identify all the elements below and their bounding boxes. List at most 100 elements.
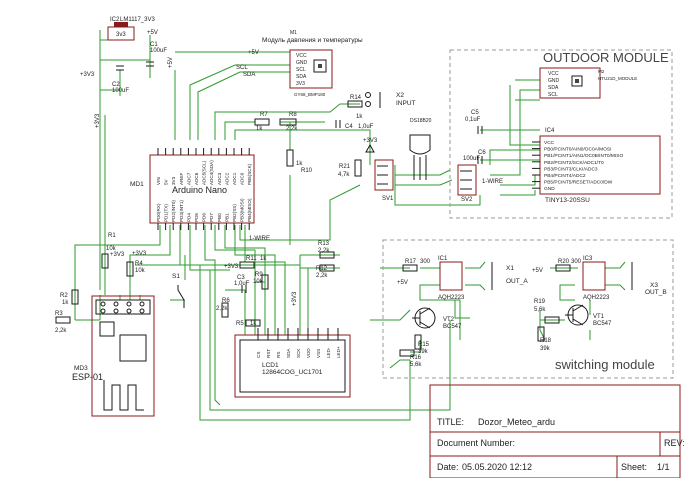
svg-text:VCC: VCC — [548, 71, 559, 77]
r16-resistor: R16 5,6k — [399, 349, 422, 368]
net-5v-vertical: +5V — [168, 57, 174, 68]
c1-capacitor: C1 100uF — [146, 42, 167, 67]
ic4-pin-label: PB5/PCINT5/RESET/ADC0/DW — [544, 180, 613, 186]
sv1-connector: SV1 — [374, 159, 394, 202]
svg-text:+5V: +5V — [532, 268, 543, 274]
ic4-pin-label: VCC — [544, 140, 555, 146]
svg-text:2,2k: 2,2k — [55, 328, 67, 334]
svg-text:300: 300 — [571, 259, 582, 265]
svg-text:100uF: 100uF — [463, 156, 480, 162]
r19-resistor: R19 5,6k — [534, 299, 560, 324]
r9-resistor: R9 10k — [253, 272, 269, 290]
svg-text:SDA: SDA — [296, 74, 307, 80]
title-value: Dozor_Meteo_ardu — [478, 417, 555, 427]
svg-text:39k: 39k — [418, 349, 429, 355]
r18-resistor: R18 39k — [537, 326, 552, 352]
nano-bottom-pin-label: PD2(INT0) — [171, 200, 176, 222]
c6-capacitor: C6 100uF — [463, 150, 486, 164]
net-onewire-sv2: 1-WIRE — [482, 179, 503, 185]
svg-text:R7: R7 — [260, 112, 268, 118]
m1-sub: GY68_BMP180 — [294, 92, 326, 97]
lcd-pin-label: SDA — [286, 348, 291, 358]
m1-ref: M1 — [290, 30, 297, 36]
nano-top-pin-label: ADC6 — [194, 172, 199, 185]
svg-text:1k: 1k — [260, 256, 267, 262]
nano-top-pin-label: ADC1 — [232, 172, 237, 185]
svg-text:1k: 1k — [256, 126, 263, 132]
svg-text:HTU21D_MODULE: HTU21D_MODULE — [598, 76, 637, 81]
svg-text:GND: GND — [296, 60, 308, 66]
svg-text:10k: 10k — [106, 246, 117, 252]
title-label: TITLE: — [437, 417, 464, 427]
svg-text:R2: R2 — [60, 293, 68, 299]
svg-text:X3: X3 — [650, 282, 658, 289]
lcd-pin-label: VSS — [316, 349, 321, 358]
nano-top-pin-label: 3V3 — [171, 176, 176, 185]
svg-text:S1: S1 — [172, 273, 180, 280]
svg-text:0,1uF: 0,1uF — [465, 117, 481, 123]
nano-top-pin-label: ADC4(SDA) — [209, 160, 214, 185]
svg-text:R18: R18 — [540, 338, 552, 344]
svg-text:2,2k: 2,2k — [318, 248, 330, 254]
m1-title: Модуль давления и температуры — [262, 37, 363, 44]
m1-pressure-module: M1 Модуль давления и температуры VCC GND… — [262, 30, 363, 97]
svg-text:2,2k: 2,2k — [316, 273, 328, 279]
svg-text:SV1: SV1 — [382, 196, 394, 202]
svg-text:R19: R19 — [534, 299, 546, 305]
svg-text:R5: R5 — [236, 321, 244, 327]
svg-text:+3V3: +3V3 — [110, 252, 125, 258]
svg-text:OUT_A: OUT_A — [506, 278, 528, 285]
svg-text:R21: R21 — [339, 164, 351, 170]
md1-ref: MD1 — [130, 181, 144, 188]
sv2-connector: SV2 — [457, 164, 477, 203]
ic4-pin-label: PB1/PCINT1/AIN1/OC0B/INT0/MISO — [544, 153, 623, 159]
svg-text:OUT_B: OUT_B — [645, 289, 667, 296]
svg-text:R20: R20 — [558, 259, 570, 265]
c5-capacitor: C5 0,1uF — [465, 110, 483, 134]
svg-text:AQH2223: AQH2223 — [438, 295, 465, 301]
svg-text:R12: R12 — [316, 266, 328, 272]
svg-text:C2: C2 — [112, 82, 120, 88]
svg-text:4,7k: 4,7k — [338, 172, 350, 178]
svg-text:100uF: 100uF — [150, 48, 167, 54]
svg-text:C6: C6 — [478, 150, 486, 156]
r21-resistor: R21 4,7k — [338, 159, 362, 178]
svg-text:10k: 10k — [135, 268, 146, 274]
md1-name: Arduino Nano — [172, 185, 227, 195]
svg-text:300: 300 — [420, 259, 431, 265]
svg-text:R11: R11 — [246, 256, 257, 262]
r14-resistor: R14 1k — [347, 95, 363, 120]
date-value: 05.05.2020 12:12 — [462, 462, 532, 472]
ic4-pin-label: PB0/PCINT0/AIN0/OC0A/MOSI — [544, 147, 611, 153]
ic3-relay: IC3 AQH2223 — [582, 256, 610, 301]
svg-text:R3: R3 — [55, 311, 63, 317]
sheet-value: 1/1 — [657, 462, 670, 472]
sheet-label: Sheet: — [621, 462, 647, 472]
ic4-pin-label: PB3/PCINT3/CLKI/ADC3 — [544, 166, 598, 172]
svg-text:LCD1: LCD1 — [262, 362, 279, 369]
svg-text:R1: R1 — [108, 233, 116, 239]
nano-top-pin-label: ADC5(SCL) — [202, 160, 207, 185]
svg-text:SDA: SDA — [548, 85, 559, 91]
lcd-pin-label: RS — [276, 352, 281, 358]
net-3v3-r21: +3V3 — [363, 138, 378, 144]
svg-text:X1: X1 — [506, 265, 514, 272]
svg-text:5,6k: 5,6k — [534, 307, 546, 313]
svg-text:+3V3: +3V3 — [224, 264, 239, 270]
svg-text:+3V3: +3V3 — [132, 251, 147, 257]
r17-resistor: R17 300 — [402, 259, 431, 272]
nano-top-pin-label: ADC3 — [217, 172, 222, 185]
ic2-value: LM1117_3V3 — [120, 17, 155, 23]
r3-resistor: R3 2,2k — [55, 311, 71, 334]
ic4-pin-label: GND — [544, 186, 555, 192]
r4-resistor: R4 10k — [126, 261, 146, 277]
x2-input-connector: X2 INPUT — [365, 92, 416, 108]
svg-text:SV2: SV2 — [461, 197, 473, 203]
svg-text:39k: 39k — [540, 346, 551, 352]
svg-text:MD3: MD3 — [74, 365, 88, 372]
x3-connector: X3 OUT_B — [631, 262, 667, 296]
ic4-pin-label: PB2/PCINT2/SCK/ADC1/T0 — [544, 160, 604, 166]
title-block: TITLE: Dozor_Meteo_ardu Document Number:… — [429, 384, 685, 478]
